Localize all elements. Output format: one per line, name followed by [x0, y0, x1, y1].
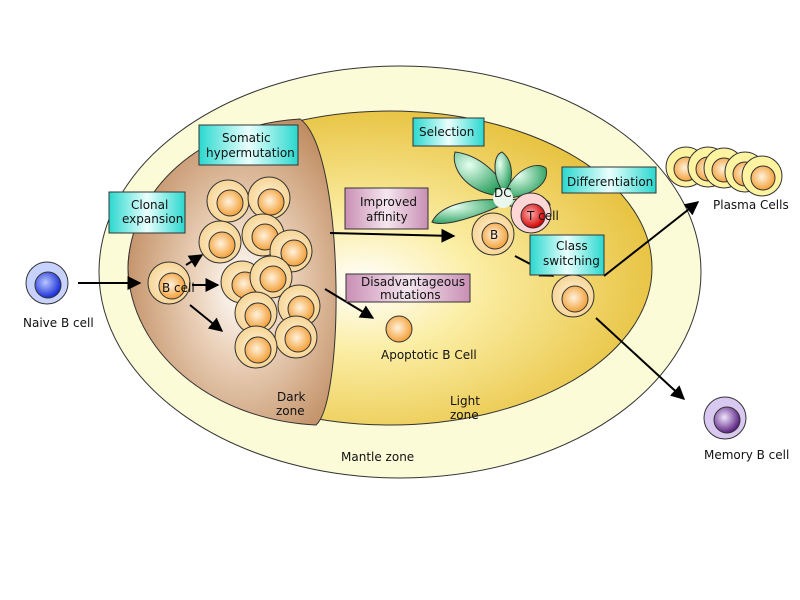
- box-label-line: Improved: [360, 195, 417, 209]
- box-label-line: Disadvantageous: [361, 275, 465, 289]
- differentiation-box: Differentiation: [561, 166, 657, 194]
- memory-b-cell: [703, 396, 747, 440]
- box-label-line: mutations: [380, 288, 441, 302]
- box-label-line: Class: [556, 239, 588, 253]
- arrow-bcell-down: [189, 304, 224, 332]
- plasma-cells-label: Plasma Cells: [713, 198, 789, 212]
- disadvantageous-mutations-box: Disadvantageous mutations: [345, 273, 471, 303]
- class-switching-box: Class switching: [529, 234, 605, 276]
- box-label-line: affinity: [366, 210, 408, 224]
- t-cell-label: T cell: [526, 209, 559, 223]
- box-label-line: Clonal: [131, 198, 168, 212]
- plasma-cells: [665, 146, 783, 197]
- b-cell: [274, 315, 318, 359]
- selection-box: Selection: [412, 117, 485, 147]
- class-switching-b-cell: [551, 274, 595, 318]
- t-cell: [510, 192, 552, 234]
- apoptotic-b-cell: [385, 315, 413, 343]
- selection-b-cell: [471, 212, 515, 256]
- mantle-zone-label: Mantle zone: [341, 450, 414, 464]
- arrow-to-plasma: [603, 201, 700, 277]
- b-cell: [198, 220, 242, 264]
- dc-label: DC: [494, 186, 512, 200]
- improved-affinity-box: Improved affinity: [344, 187, 429, 230]
- naive-b-cell-label: Naive B cell: [23, 316, 94, 330]
- dark-zone-label-line1: Dark: [277, 390, 306, 404]
- b-cell: [234, 325, 278, 369]
- box-label-line: Differentiation: [567, 175, 653, 189]
- arrow-to-apoptotic: [324, 288, 375, 319]
- clonal-expansion-box: Clonal expansion: [108, 191, 186, 234]
- memory-b-cell-label: Memory B cell: [704, 448, 789, 462]
- arrow-to-memory: [595, 317, 686, 400]
- box-label-line: Selection: [419, 125, 474, 139]
- somatic-hypermutation-box: Somatic hypermutation: [198, 124, 299, 166]
- b-cell: [206, 179, 250, 223]
- light-zone-label-line1: Light: [450, 394, 480, 408]
- b-cell: [249, 255, 293, 299]
- box-label-line: hypermutation: [206, 146, 295, 160]
- plasma-cell: [741, 155, 783, 197]
- dark-zone-label-line2: zone: [276, 404, 305, 418]
- box-label-line: Somatic: [222, 131, 271, 145]
- entering-b-cell: [147, 261, 191, 305]
- arrow-improved-affinity: [329, 228, 456, 243]
- naive-b-cell: [25, 261, 69, 305]
- b-cell-label: B cell: [162, 281, 195, 295]
- b-cell: [277, 284, 321, 328]
- light-zone-label-line2: zone: [450, 408, 479, 422]
- box-label-line: expansion: [122, 212, 183, 226]
- b-cell: [234, 291, 278, 335]
- b-label: B: [490, 228, 498, 242]
- arrow-bcell-up: [185, 254, 204, 268]
- apoptotic-b-cell-label: Apoptotic B Cell: [381, 348, 477, 362]
- proliferating-b-cells: [198, 176, 321, 369]
- box-label-line: switching: [543, 254, 600, 268]
- b-cell: [247, 176, 291, 220]
